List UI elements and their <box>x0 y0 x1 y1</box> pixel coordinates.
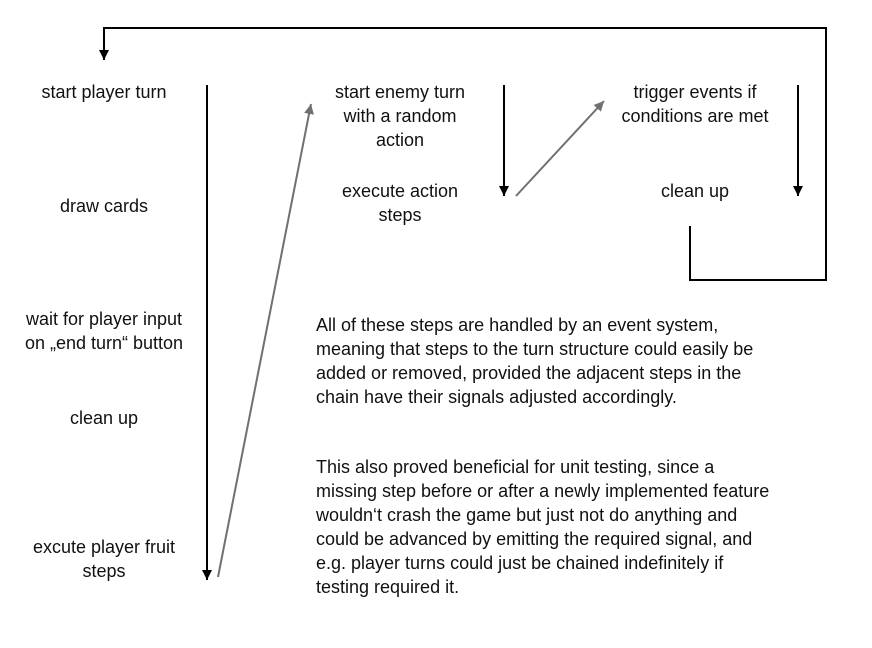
step-wait-player-input: wait for player input on „end turn“ butt… <box>24 309 184 353</box>
notes-paragraph-unit-testing: This also proved beneficial for unit tes… <box>316 457 770 597</box>
step-execute-player-fruit-steps: excute player fruit steps <box>32 537 176 581</box>
step-start-enemy-turn: start enemy turn with a random action <box>334 82 466 150</box>
step-draw-cards: draw cards <box>59 196 149 216</box>
step-start-player-turn: start player turn <box>41 82 167 102</box>
step-events-clean-up: clean up <box>660 181 730 201</box>
step-player-clean-up: clean up <box>69 408 139 428</box>
player-to-enemy-arrow <box>217 103 314 578</box>
enemy-to-events-arrow <box>515 100 605 197</box>
notes-paragraph-event-system: All of these steps are handled by an eve… <box>316 315 754 407</box>
loop-back-arrow <box>99 27 827 281</box>
step-execute-action-steps: execute action steps <box>341 181 459 225</box>
step-trigger-events: trigger events if conditions are met <box>621 82 769 126</box>
